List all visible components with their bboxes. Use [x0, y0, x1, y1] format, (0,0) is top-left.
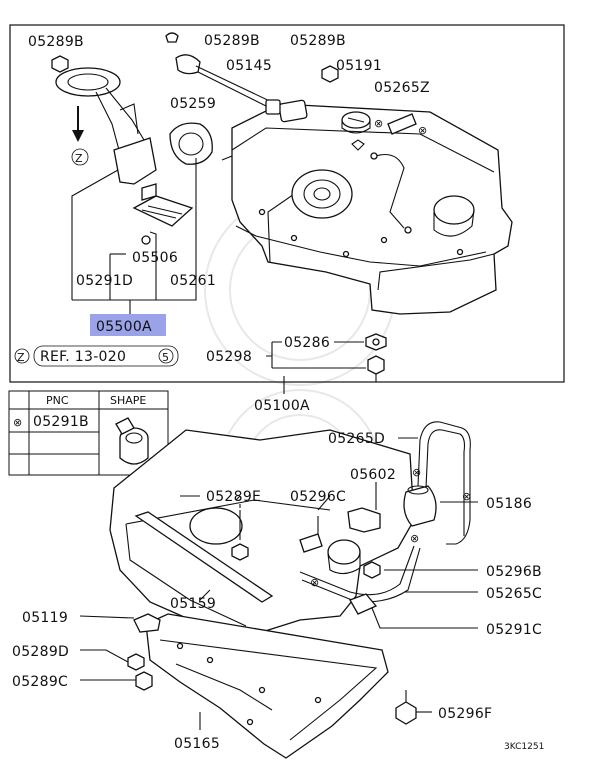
- fuel-cap-drawing: [341, 111, 371, 151]
- reference-note: Z REF. 13-020 5: [14, 345, 179, 367]
- ref-number: 5: [162, 351, 169, 364]
- ref-symbol: Z: [17, 351, 25, 364]
- nut-05289B-drawing: [321, 65, 339, 83]
- ref-text: REF. 13-020: [40, 349, 126, 365]
- lower-leader-lines: [79, 437, 478, 730]
- label-05265D: 05265D: [328, 431, 385, 447]
- svg-text:⊗: ⊗: [410, 532, 419, 545]
- assembly-bracket: [71, 158, 197, 301]
- label-05286: 05286: [284, 335, 330, 351]
- label-05500A-highlight: [90, 314, 166, 336]
- legend-header-shape: SHAPE: [110, 394, 146, 407]
- svg-text:⊗: ⊗: [462, 490, 471, 503]
- label-05500A: 05500A: [96, 319, 152, 335]
- sender-unit-drawing: [165, 32, 281, 115]
- label-05289E: 05289E: [206, 489, 261, 505]
- label-05296B: 05296B: [486, 564, 542, 580]
- label-05289B-right: 05289B: [290, 33, 346, 49]
- upper-section-frame: [9, 24, 565, 383]
- label-05265C: 05265C: [486, 586, 542, 602]
- label-05289D: 05289D: [12, 644, 69, 660]
- label-05191: 05191: [336, 58, 382, 74]
- label-05289C: 05289C: [12, 674, 68, 690]
- label-05289B-left: 05289B: [28, 34, 84, 50]
- label-05289B-center: 05289B: [204, 33, 260, 49]
- label-05291D: 05291D: [76, 273, 133, 289]
- fuel-tank-upper-drawing: [221, 99, 513, 315]
- hose-clamp-shape-icon: [115, 417, 149, 465]
- svg-text:⊗: ⊗: [374, 117, 383, 130]
- part-labels: 05289B 05289B 05289B 05145 05191 05265Z …: [12, 33, 542, 752]
- leader-05298: [266, 341, 366, 369]
- hose-05265Z-drawing: ⊗ ⊗: [374, 113, 427, 137]
- label-05296F: 05296F: [438, 706, 492, 722]
- label-05119: 05119: [22, 610, 68, 626]
- gasket-drawing: [169, 122, 213, 165]
- legend-row-symbol: ⊗: [13, 416, 22, 429]
- label-05159: 05159: [170, 596, 216, 612]
- label-05165: 05165: [174, 736, 220, 752]
- strainer-drawing: [132, 183, 194, 245]
- bolt-05298-drawing: [367, 355, 385, 382]
- label-05506: 05506: [132, 250, 178, 266]
- svg-text:⊗: ⊗: [418, 124, 427, 137]
- label-05100A: 05100A: [254, 398, 310, 414]
- label-05291C: 05291C: [486, 622, 542, 638]
- label-05265Z: 05265Z: [374, 80, 430, 96]
- svg-text:⊗: ⊗: [412, 466, 421, 479]
- legend-header-pnc: PNC: [46, 394, 69, 407]
- legend-table: PNC SHAPE ⊗ 05291B: [8, 390, 169, 476]
- svg-text:⊗: ⊗: [310, 576, 319, 589]
- legend-row-pnc: 05291B: [33, 414, 89, 430]
- label-05296C: 05296C: [290, 489, 346, 505]
- label-05261: 05261: [170, 273, 216, 289]
- diagram-code: 3KC1251: [504, 742, 544, 752]
- fuel-pump-assembly-drawing: Z: [51, 55, 157, 185]
- label-05259: 05259: [170, 96, 216, 112]
- nut-05286-drawing: [365, 333, 387, 351]
- label-05298: 05298: [206, 349, 252, 365]
- label-05602: 05602: [350, 467, 396, 483]
- lower-small-parts: ⊗ ⊗ ⊗ ⊗: [127, 421, 471, 725]
- arrow-z-symbol: Z: [75, 152, 83, 165]
- label-05186: 05186: [486, 496, 532, 512]
- label-05145: 05145: [226, 58, 272, 74]
